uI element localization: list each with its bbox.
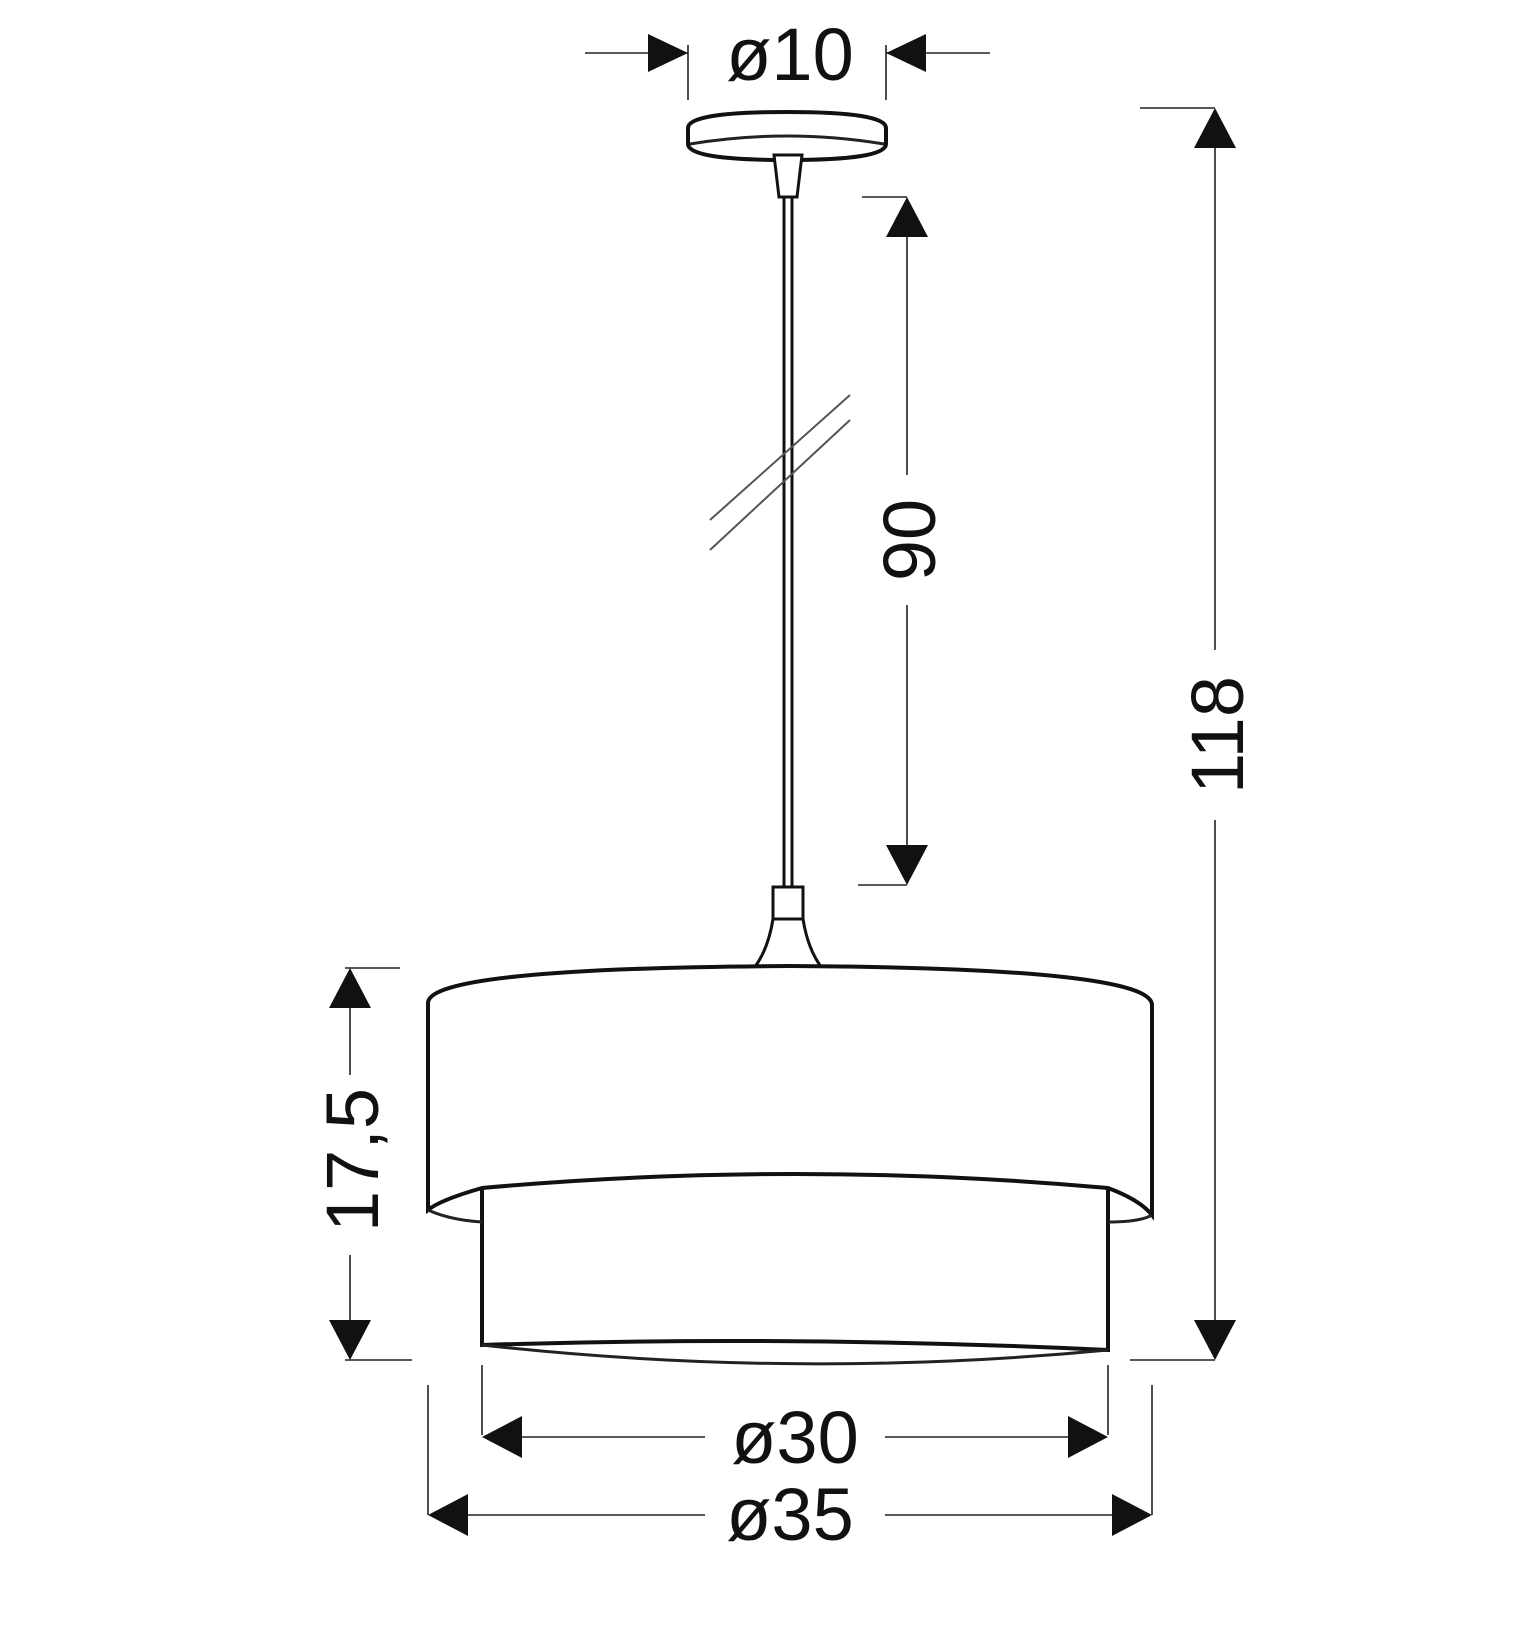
inner-shade: [480, 1180, 1110, 1366]
outer-diameter-label: ø35: [726, 1473, 854, 1556]
shade-height-label: 17,5: [311, 1088, 394, 1232]
dimension-total-height: 118: [1130, 107, 1259, 1361]
inner-diameter-label: ø30: [731, 1396, 859, 1479]
ceiling-canopy: [686, 109, 888, 199]
dimension-outer-diameter: ø35: [427, 1385, 1153, 1556]
dimension-inner-diameter: ø30: [481, 1365, 1109, 1479]
canopy-diameter-label: ø10: [726, 13, 854, 96]
outer-shade: [426, 963, 1154, 1224]
dimension-canopy-diameter: ø10: [585, 13, 990, 100]
cord-length-label: 90: [868, 499, 951, 581]
dimension-cord-length: 90: [858, 196, 951, 886]
total-height-label: 118: [1176, 676, 1259, 794]
dimension-shade-height: 17,5: [311, 967, 412, 1361]
suspension-cord: [709, 197, 851, 887]
shade-connector: [750, 885, 826, 970]
